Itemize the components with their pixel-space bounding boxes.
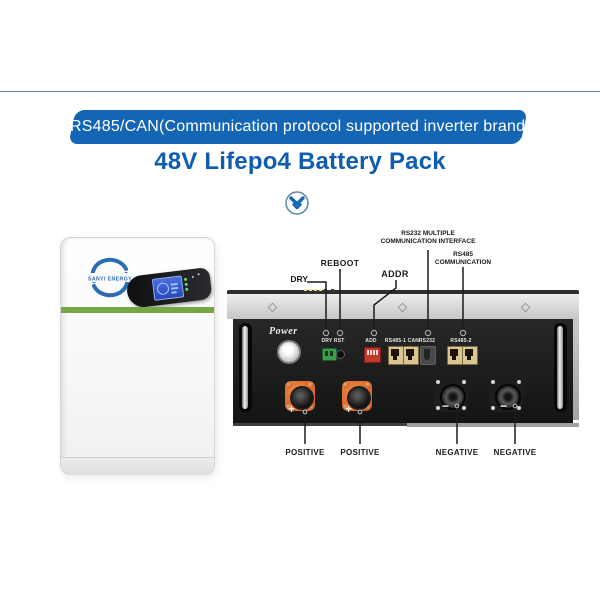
rack-side-face <box>573 319 579 420</box>
dry-tick <box>324 289 327 291</box>
dry-led-dash <box>319 289 322 291</box>
rs485-2-label: RS485-2 <box>450 338 472 344</box>
power-button <box>277 340 301 364</box>
banner-text: RS485/CAN(Communication protocol support… <box>70 118 526 135</box>
chevron-down-icon <box>285 191 309 215</box>
callout-addr: ADDR <box>381 269 409 279</box>
rack-battery-unit: Power DRY RST ADD RS485-1 CAN RS232 RS48… <box>227 290 579 428</box>
can-port <box>403 346 419 365</box>
status-led <box>185 287 189 292</box>
status-led <box>184 282 188 287</box>
rs485-1-port <box>388 346 404 365</box>
plus-mark: + <box>288 402 296 416</box>
lcd-text-line <box>170 286 179 290</box>
green-accent-stripe <box>61 307 214 313</box>
callout-rs232-multi-line1: RS232 MULTIPLE <box>401 230 455 237</box>
lcd-text-line <box>171 291 177 294</box>
negative-terminal-1 <box>434 378 468 412</box>
indicator-dot <box>191 275 194 279</box>
reset-button <box>336 350 345 359</box>
lcd-text-line <box>170 282 178 286</box>
callout-rs232-multi: RS232 MULTIPLE COMMUNICATION INTERFACE <box>363 230 493 245</box>
callout-dry: DRY <box>290 274 308 284</box>
add-label: ADD <box>365 338 377 344</box>
tower-base <box>61 457 214 475</box>
status-led <box>183 277 188 282</box>
minus-mark: − <box>500 399 508 413</box>
dry-contact-connector <box>322 348 337 361</box>
rack-bottom-edge <box>407 423 579 427</box>
tower-battery-unit: SANYI ENERGY <box>60 237 215 475</box>
rack-top-edge <box>227 290 579 295</box>
rs485-2-port-b <box>462 346 478 365</box>
sanyi-energy-logo: SANYI ENERGY <box>82 257 138 298</box>
callout-rs485-comm-line2: COMMUNICATION <box>434 258 492 266</box>
minus-mark: − <box>442 399 450 413</box>
callout-rs485-comm: RS485 COMMUNICATION <box>413 251 513 266</box>
rs232-port <box>420 346 436 365</box>
callout-positive-2: POSITIVE <box>340 448 380 457</box>
callout-negative-1: NEGATIVE <box>435 448 479 457</box>
indicator-dot <box>197 273 200 276</box>
brand-text: SANYI ENERGY <box>88 277 132 283</box>
dry-rst-label: DRY RST <box>321 338 345 344</box>
banner-ribbon: RS485/CAN(Communication protocol support… <box>68 110 528 144</box>
plus-mark: + <box>345 402 353 416</box>
callout-positive-1: POSITIVE <box>285 448 325 457</box>
rack-bottom-edge <box>233 423 407 426</box>
rack-top-flange <box>227 294 579 319</box>
positive-terminal-2 <box>342 381 372 411</box>
header-divider-line <box>0 91 600 92</box>
rs485-1-can-label: RS485-1 CAN <box>384 338 420 344</box>
page-title: 48V Lifepo4 Battery Pack <box>154 148 446 175</box>
rack-handle-right <box>554 323 567 412</box>
dry-led-dash <box>304 289 307 291</box>
rs485-2-port-a <box>447 346 463 365</box>
callout-rs232-multi-line2: COMMUNICATION INTERFACE <box>380 237 476 245</box>
dry-tick <box>331 289 334 291</box>
dry-led-dash <box>309 289 312 291</box>
rack-handle-left <box>239 323 252 412</box>
address-dip-switch <box>364 347 381 363</box>
lcd-screen <box>151 275 185 301</box>
rs232-label: RS232 <box>418 338 436 344</box>
dry-led-dash <box>314 289 317 291</box>
lcd-gauge-icon <box>156 282 170 296</box>
positive-terminal-1 <box>285 381 315 411</box>
power-label: Power <box>269 326 298 337</box>
callout-rs485-comm-line1: RS485 <box>453 251 473 258</box>
callout-negative-2: NEGATIVE <box>493 448 537 457</box>
callout-reboot: REBOOT <box>320 258 360 268</box>
